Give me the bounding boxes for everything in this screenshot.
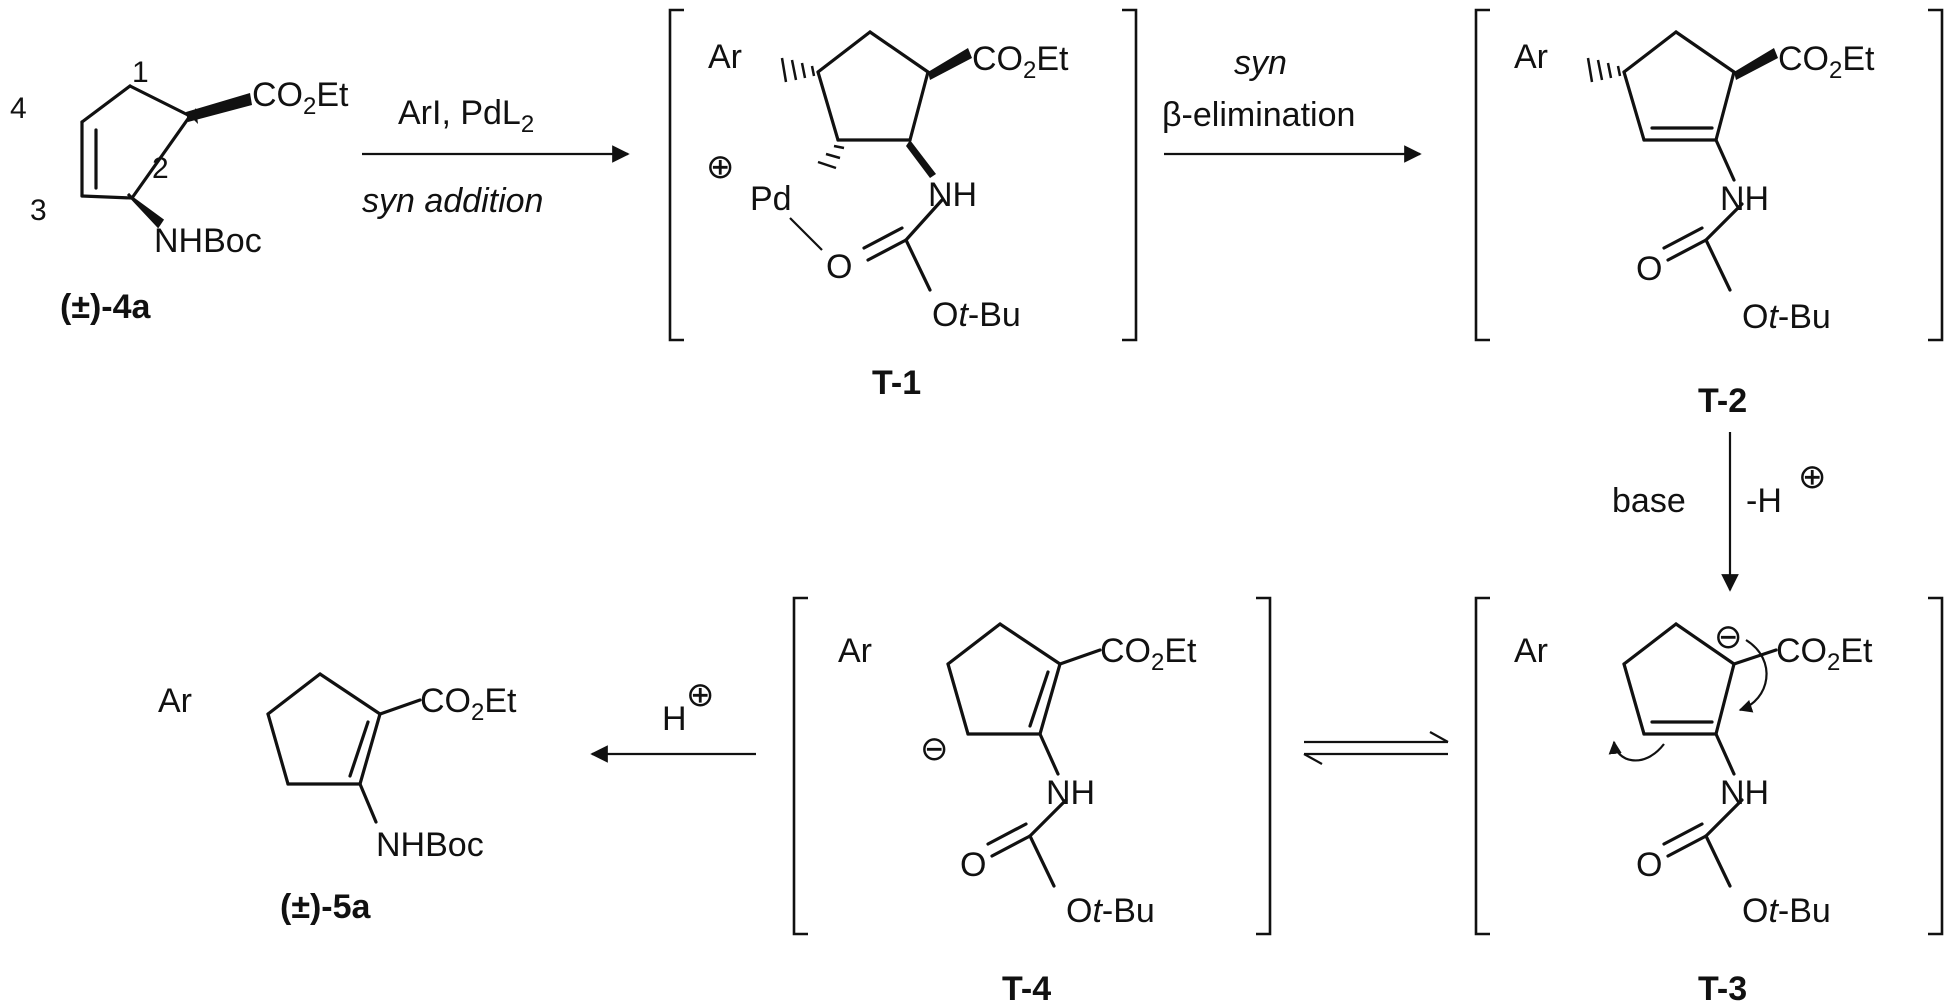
carbonyl-oxygen: O: [1636, 846, 1662, 884]
reagent-text: H: [662, 700, 687, 738]
plus-charge: ⊕: [1798, 458, 1827, 496]
compound-label-5a: (±)-5a: [280, 888, 372, 926]
wedge-bond: [906, 140, 936, 178]
ar-group: Ar: [158, 682, 192, 720]
wedge-bond: [186, 93, 252, 122]
wedge-bond: [126, 192, 165, 229]
curved-arrow: [1608, 740, 1665, 762]
hash-bond: [817, 144, 845, 170]
compound-label-t4: T-4: [1002, 970, 1051, 1008]
atom-number-2: 2: [152, 152, 169, 185]
reaction-arrow-2: syn β-elimination: [1162, 44, 1422, 163]
carbonyl-oxygen: O: [960, 846, 986, 884]
co2et-group: CO2Et: [252, 76, 349, 120]
compound-4a: 1 2 3 4 CO2Et NHBoc (±)-4a: [10, 56, 349, 326]
intermediate-t2: Ar CO2Et NH O Ot-Bu T-2: [1474, 8, 1944, 420]
nhboc-group: NHBoc: [154, 222, 262, 260]
condition-text: β-elimination: [1162, 96, 1355, 134]
condition-text: syn addition: [362, 182, 543, 220]
compound-5a: Ar CO2Et NHBoc (±)-5a: [158, 672, 517, 926]
atom-number-3: 3: [30, 194, 47, 227]
plus-charge: ⊕: [706, 148, 735, 186]
minus-charge: ⊖: [1714, 618, 1743, 656]
atom-number-4: 4: [10, 92, 27, 125]
pd-atom: Pd: [750, 180, 792, 218]
condition-text: syn: [1234, 44, 1287, 82]
nh-group: NH: [1720, 774, 1769, 812]
co2et-group: CO2Et: [420, 682, 517, 726]
nh-group: NH: [1046, 774, 1095, 812]
otbu-group: Ot-Bu: [1742, 892, 1831, 930]
atom-number-1: 1: [132, 56, 149, 89]
compound-label-t2: T-2: [1698, 382, 1747, 420]
equilibrium-arrows: [1303, 731, 1449, 765]
nhboc-group: NHBoc: [376, 826, 484, 864]
reaction-arrow-5: H ⊕: [590, 676, 756, 763]
otbu-group: Ot-Bu: [1066, 892, 1155, 930]
ar-group: Ar: [1514, 632, 1548, 670]
ar-group: Ar: [838, 632, 872, 670]
reagent-text: base: [1612, 482, 1686, 520]
co2et-group: CO2Et: [1778, 40, 1875, 84]
compound-label-t3: T-3: [1698, 970, 1747, 1008]
wedge-bond: [1734, 48, 1778, 80]
co2et-group: CO2Et: [972, 40, 1069, 84]
plus-charge: ⊕: [686, 676, 715, 714]
carbonyl-oxygen: O: [826, 248, 852, 286]
co2et-group: CO2Et: [1776, 632, 1873, 676]
reaction-arrow-3: base -H ⊕: [1612, 432, 1827, 592]
carbonyl-oxygen: O: [1636, 250, 1662, 288]
reagent-text: -H: [1746, 482, 1782, 520]
curved-arrow: [1738, 639, 1768, 713]
intermediate-t3: Ar ⊖ CO2Et NH O Ot-Bu T-3: [1474, 596, 1944, 1008]
minus-charge: ⊖: [920, 730, 949, 768]
compound-label-t1: T-1: [872, 364, 921, 402]
hash-bond: [780, 57, 816, 83]
intermediate-t1: Ar CO2Et ⊕ Pd NH O Ot-Bu T-1: [668, 8, 1138, 402]
hash-bond: [1586, 57, 1622, 83]
intermediate-t4: Ar CO2Et ⊖ NH O Ot-Bu T-4: [792, 596, 1272, 1008]
reaction-arrow-1: ArI, PdL2 syn addition: [362, 94, 630, 220]
ar-group: Ar: [1514, 38, 1548, 76]
co2et-group: CO2Et: [1100, 632, 1197, 676]
otbu-group: Ot-Bu: [932, 296, 1021, 334]
reagent-text: ArI, PdL2: [398, 94, 534, 138]
wedge-bond: [928, 48, 972, 80]
nh-group: NH: [928, 176, 977, 214]
ar-group: Ar: [708, 38, 742, 76]
otbu-group: Ot-Bu: [1742, 298, 1831, 336]
nh-group: NH: [1720, 180, 1769, 218]
compound-label-4a: (±)-4a: [60, 288, 152, 326]
